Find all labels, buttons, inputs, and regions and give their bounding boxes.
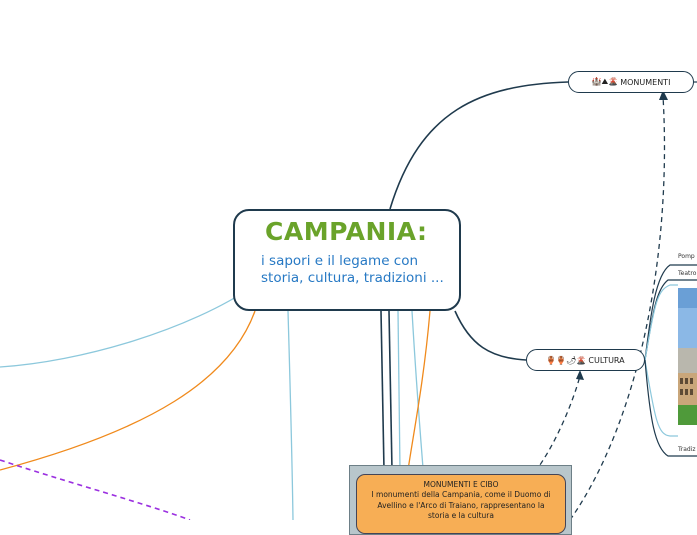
arrow-head-cultura [576, 370, 584, 380]
dashed-link-monumenti [569, 95, 666, 520]
central-topic-node[interactable]: CAMPANIA: i sapori e il legame con stori… [233, 209, 461, 311]
cultura-subtopic-bracket-5 [644, 359, 697, 457]
node-monumenti[interactable]: 🏰⛰🌋 MONUMENTI [568, 71, 694, 93]
note-body: I monumenti della Campania, come il Duom… [371, 490, 551, 520]
subtopic-teatro[interactable]: Teatro [678, 270, 697, 277]
node-monumenti-label: MONUMENTI [620, 77, 671, 87]
branch-left-blue [0, 284, 256, 368]
branch-down-6 [407, 310, 431, 471]
central-subtitle: i sapori e il legame con storia, cultura… [261, 253, 444, 286]
dashed-link-cultura [534, 375, 581, 473]
colosseum-image [678, 288, 697, 425]
monumenti-icons: 🏰⛰🌋 [591, 77, 619, 86]
cultura-subtopic-bracket-4 [644, 359, 678, 437]
mindmap-connectors [0, 81, 697, 520]
branch-down-5 [411, 310, 424, 469]
note-title: MONUMENTI E CIBO [423, 480, 499, 489]
branch-down-3 [388, 310, 393, 471]
node-cultura[interactable]: 🏺🏺🌶🌋 CULTURA [526, 349, 645, 371]
cultura-icons: 🏺🏺🌶🌋 [546, 355, 587, 365]
node-cultura-label: CULTURA [588, 355, 625, 365]
subtopic-pompei[interactable]: Pomp [678, 253, 695, 260]
branch-down-4 [397, 310, 401, 471]
cultura-subtopic-bracket-3 [644, 284, 678, 361]
central-title: CAMPANIA: [265, 217, 428, 246]
branch-down-2 [380, 310, 385, 471]
branch-down-1 [287, 310, 294, 520]
branch-monumenti [389, 81, 569, 210]
branch-cultura [454, 310, 527, 361]
branch-left-orange [0, 310, 256, 471]
cultura-subtopic-bracket [644, 264, 697, 361]
arrow-head-monumenti [659, 90, 668, 100]
subtopic-tradizioni[interactable]: Tradiz [678, 446, 696, 453]
dashed-link-purple [0, 459, 191, 520]
